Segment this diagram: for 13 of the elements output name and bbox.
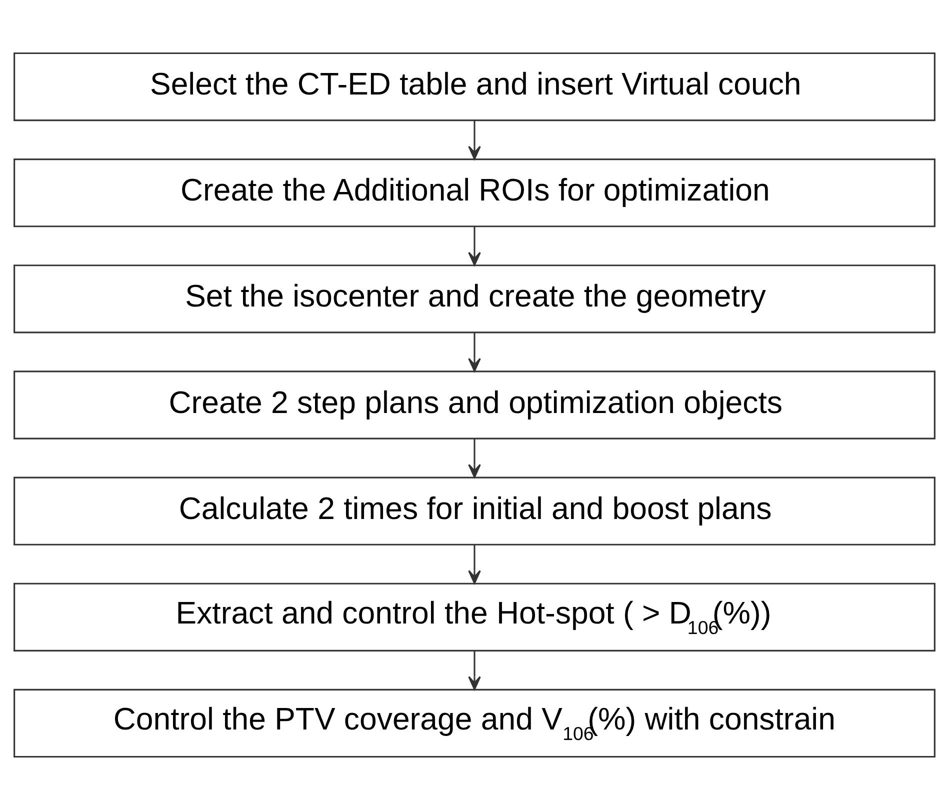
arrow bbox=[468, 650, 481, 690]
node-box: Create the Additional ROIs for optimization bbox=[14, 158, 936, 227]
arrow bbox=[468, 332, 481, 372]
node-box: Set the isocenter and create the geometry bbox=[14, 264, 936, 333]
node-box: Calculate 2 times for initial and boost plans bbox=[14, 476, 936, 545]
arrow bbox=[468, 226, 481, 266]
node-box: Extract and control the Hot-spot ( > D$_{106}$(%)) bbox=[14, 582, 936, 651]
arrow bbox=[468, 438, 481, 478]
node-box: Select the CT-ED table and insert Virtual couch bbox=[14, 52, 936, 121]
node-box: Control the PTV coverage and V$_{106}$(%) with constrain bbox=[14, 688, 936, 758]
arrow bbox=[468, 544, 481, 584]
arrow bbox=[468, 120, 481, 160]
node-box: Create 2 step plans and optimization objects bbox=[14, 370, 936, 439]
